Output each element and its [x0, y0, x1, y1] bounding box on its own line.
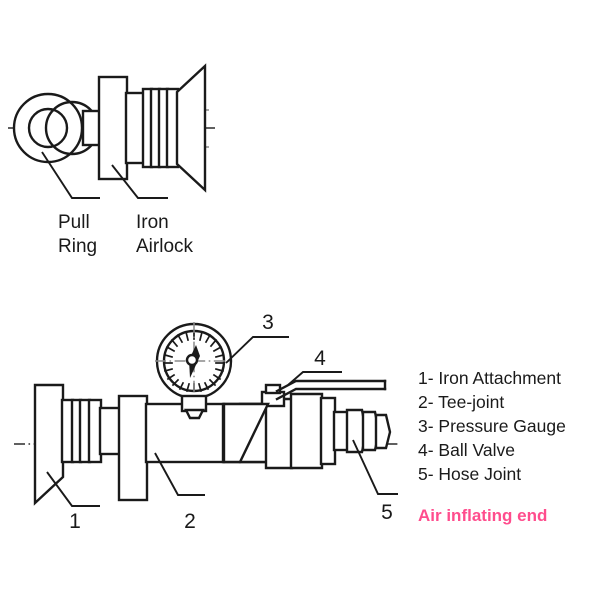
pull-ring-inner-circle: [27, 107, 69, 149]
ball-valve-body-left: [264, 397, 294, 470]
tee-to-valve-taper: [222, 402, 270, 464]
air-inflating-end-note: Air inflating end: [418, 506, 547, 525]
legend-item-5: 5- Hose Joint: [418, 464, 521, 484]
callout-1-number: 1: [69, 510, 81, 533]
tee-joint-pipe-body: [144, 402, 226, 464]
legend-item-1: 1- Iron Attachment: [418, 368, 561, 388]
iron-airlock-label-line1: Iron: [136, 212, 169, 233]
callout-2-leader-line: [154, 452, 205, 496]
callout-4-number: 4: [314, 347, 326, 370]
pull-ring-neck: [81, 109, 102, 147]
main-diagram-group: 1 2 3 4 5: [14, 311, 400, 533]
airlock-body-shaft: [124, 91, 146, 165]
legend-group: 1- Iron Attachment 2- Tee-joint 3- Press…: [418, 368, 566, 525]
legend-item-4: 4- Ball Valve: [418, 440, 515, 460]
legend-item-3: 3- Pressure Gauge: [418, 416, 566, 436]
iron-airlock-leader-line: [111, 164, 168, 199]
pressure-gauge-hub: [185, 353, 199, 367]
callout-5-leader-line: [352, 439, 398, 495]
hose-joint-barb-3: [374, 413, 392, 450]
top-diagram-group: Pull Ring Iron Airlock: [8, 63, 215, 257]
callout-3-leader-line: [225, 336, 289, 364]
hose-joint: [319, 396, 392, 466]
ball-valve-lever-bottom: [275, 387, 387, 401]
callout-2-number: 2: [184, 510, 196, 533]
pull-ring-leader-line: [41, 151, 100, 199]
pressure-gauge-stem: [180, 394, 208, 413]
pressure-gauge: [155, 322, 233, 420]
legend-item-2: 2- Tee-joint: [418, 392, 504, 412]
pull-ring-label-line1: Pull: [58, 212, 90, 233]
iron-airlock-label-line2: Airlock: [136, 236, 194, 257]
pull-ring-label-line2: Ring: [58, 236, 97, 257]
airlock-flange-block: [97, 75, 129, 181]
callout-5-number: 5: [381, 501, 393, 524]
tee-joint-flange-block: [117, 394, 149, 502]
callout-1-leader-line: [46, 471, 100, 507]
callout-4-leader-line: [287, 371, 342, 386]
ball-valve-lever-top: [275, 379, 387, 393]
callout-3-number: 3: [262, 311, 274, 334]
airlock-cone-flare: [175, 63, 207, 193]
ball-valve-body: [289, 392, 324, 470]
pressure-gauge-stem-nub: [184, 408, 205, 420]
iron-attachment-shaft: [98, 406, 122, 456]
